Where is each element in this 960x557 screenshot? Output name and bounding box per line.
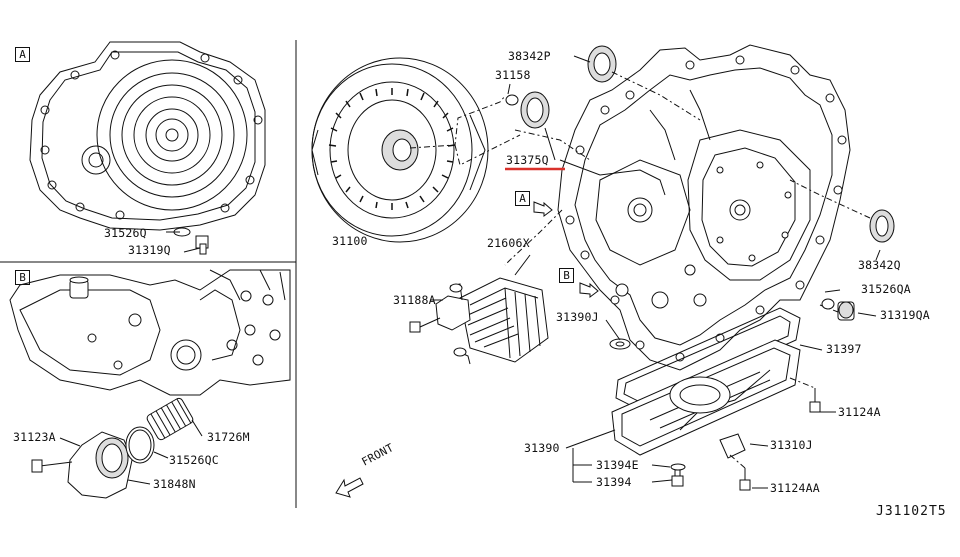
part-label-31394E[interactable]: 31394E [596, 458, 639, 472]
part-label-31319QA[interactable]: 31319QA [880, 308, 930, 322]
inset-key-a: A [15, 47, 30, 62]
part-label-21606X[interactable]: 21606X [487, 236, 530, 250]
inset-key-b: B [15, 270, 30, 285]
part-label-31123A[interactable]: 31123A [13, 430, 56, 444]
part-label-31726M[interactable]: 31726M [207, 430, 250, 444]
part-label-31310J[interactable]: 31310J [770, 438, 813, 452]
front-arrow-icon [335, 477, 364, 498]
part-label-38342Q[interactable]: 38342Q [858, 258, 901, 272]
part-label-31158[interactable]: 31158 [495, 68, 531, 82]
part-label-31319Q[interactable]: 31319Q [128, 243, 171, 257]
transmission-case [557, 44, 851, 371]
part-label-31124A[interactable]: 31124A [838, 405, 881, 419]
part-label-38342P[interactable]: 38342P [508, 49, 551, 63]
part-label-31124AA[interactable]: 31124AA [770, 481, 820, 495]
inset-a-housing [29, 41, 266, 255]
oil-cooler [409, 277, 549, 365]
part-label-31394[interactable]: 31394 [596, 475, 632, 489]
leader-lines [430, 55, 881, 489]
oil-pan [611, 307, 821, 491]
torque-converter [311, 57, 489, 243]
callout-a[interactable]: A [515, 191, 530, 206]
inset-b-housing [9, 269, 291, 499]
part-label-31375Q[interactable]: 31375Q [506, 153, 549, 167]
part-label-31390J[interactable]: 31390J [556, 310, 599, 324]
part-label-31100[interactable]: 31100 [332, 234, 368, 248]
part-label-31390[interactable]: 31390 [524, 441, 560, 455]
callout-b[interactable]: B [559, 268, 574, 283]
diagram-code: J31102T5 [876, 504, 947, 519]
part-label-31526QC[interactable]: 31526QC [169, 453, 219, 467]
part-label-31848N[interactable]: 31848N [153, 477, 196, 491]
part-label-31188A[interactable]: 31188A [393, 293, 436, 307]
part-label-31526Q[interactable]: 31526Q [104, 226, 147, 240]
part-label-31526QA[interactable]: 31526QA [861, 282, 911, 296]
part-label-31397[interactable]: 31397 [826, 342, 862, 356]
